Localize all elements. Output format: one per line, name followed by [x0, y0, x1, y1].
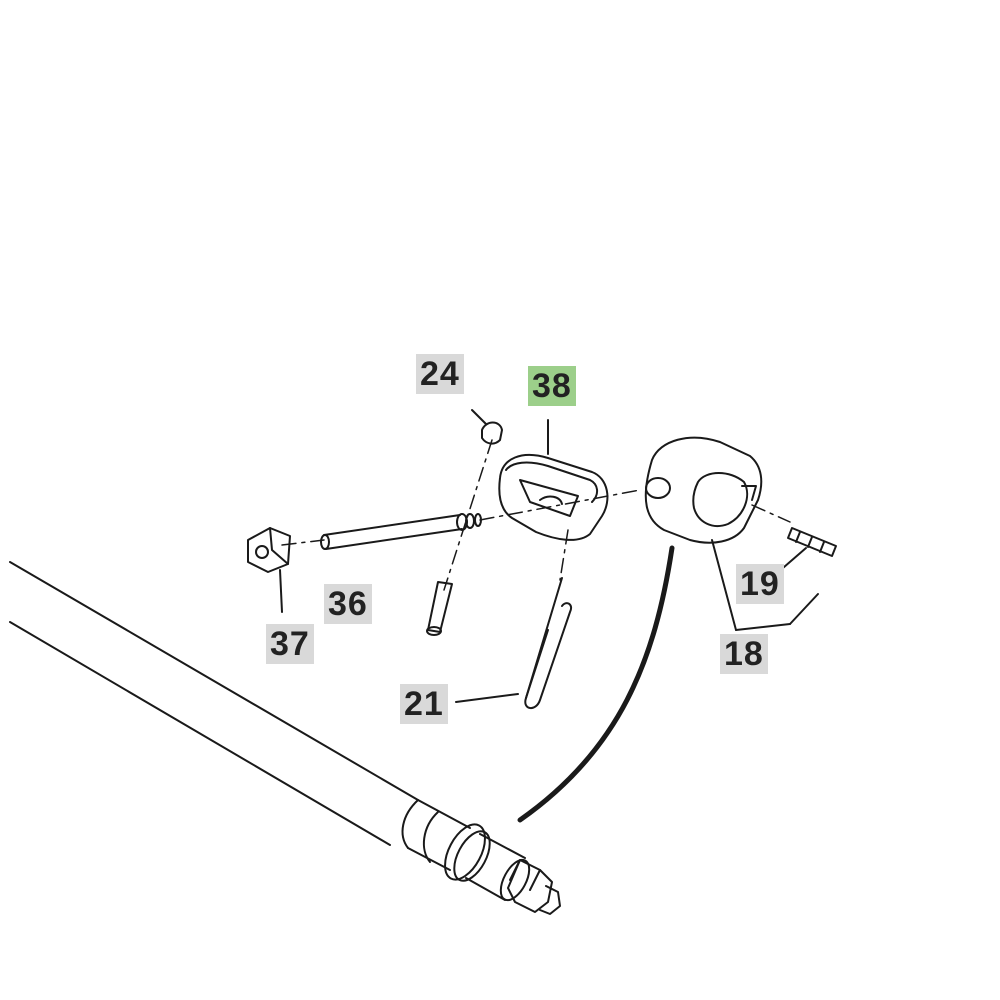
part-21-clip [455, 577, 572, 709]
shaft [9, 561, 561, 915]
part-38-block [498, 419, 609, 541]
assembly-centerline [281, 439, 791, 591]
callout-36: 36 [324, 584, 372, 624]
pin-rod [320, 513, 482, 550]
part-36-bolt [426, 581, 453, 636]
callout-38: 38 [528, 366, 576, 406]
callout-24: 24 [416, 354, 464, 394]
part-37-bracket [247, 527, 291, 613]
part-24-nut [471, 409, 503, 445]
part-19-pin [775, 527, 837, 575]
callout-18: 18 [720, 634, 768, 674]
callout-37: 37 [266, 624, 314, 664]
callout-21: 21 [400, 684, 448, 724]
part-18-collar [644, 436, 819, 631]
assembly-arrow [517, 545, 675, 823]
callout-19: 19 [736, 564, 784, 604]
